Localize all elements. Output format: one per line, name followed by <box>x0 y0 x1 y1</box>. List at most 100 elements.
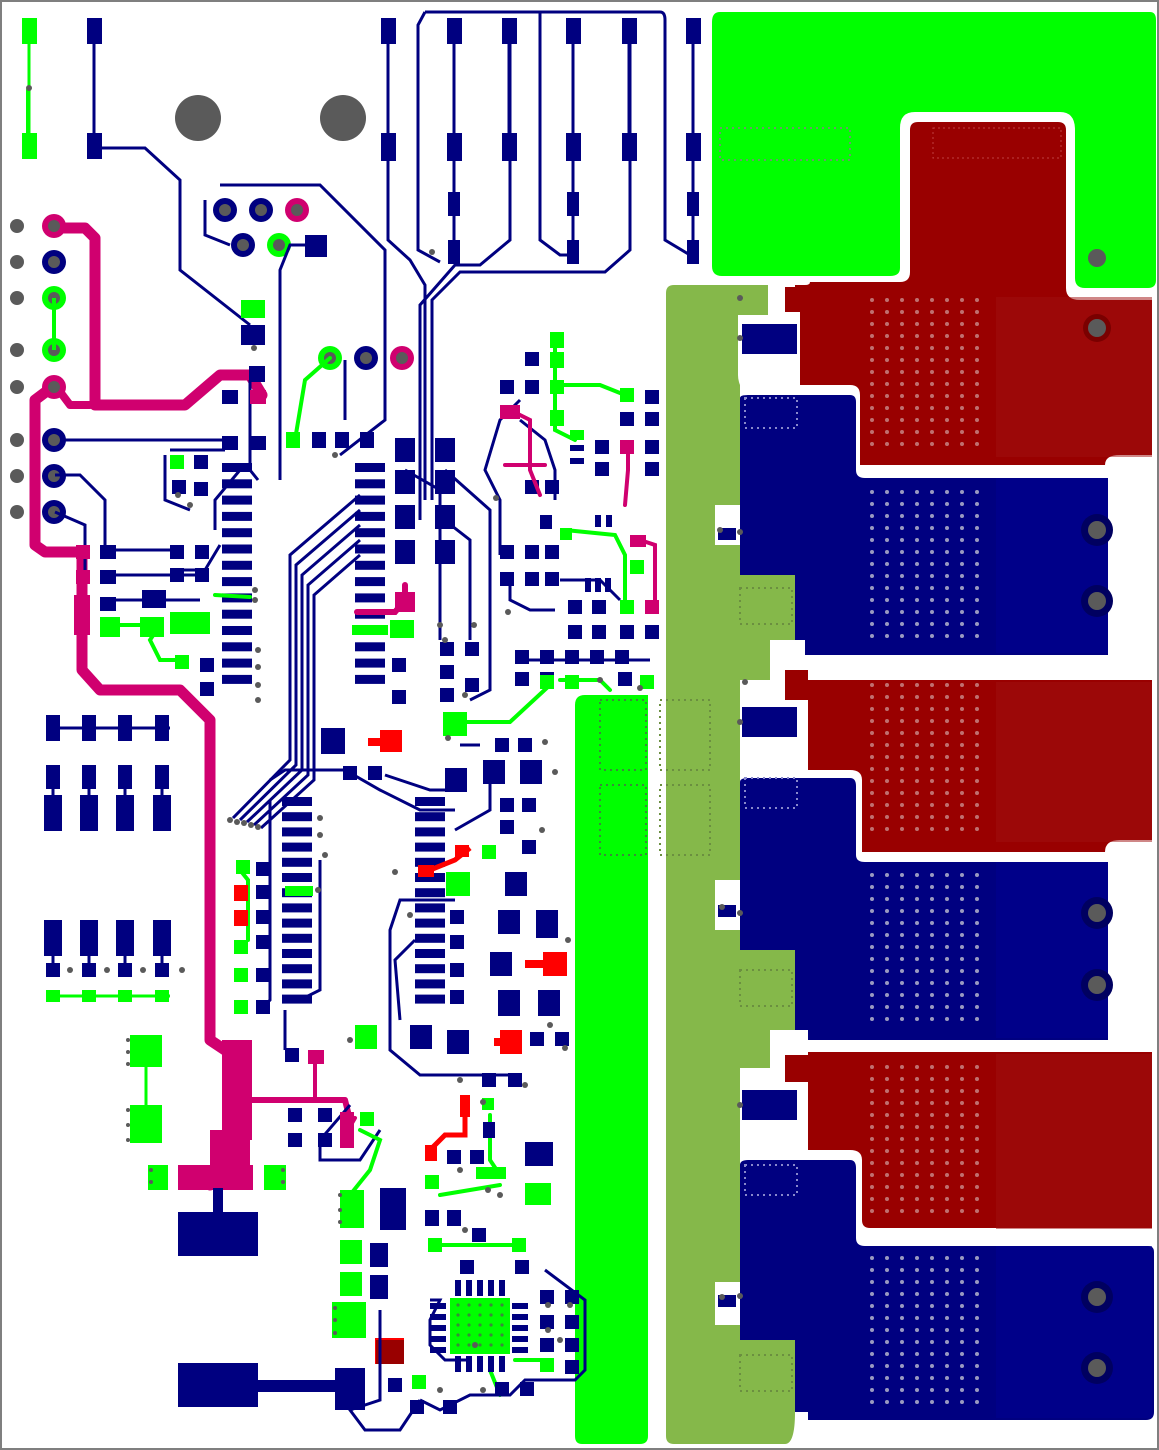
via-icon <box>975 827 979 831</box>
via-icon <box>975 695 979 699</box>
via-icon <box>219 204 231 216</box>
via-icon <box>915 695 919 699</box>
pad-icon <box>415 812 445 822</box>
via-icon <box>900 1077 904 1081</box>
via-icon <box>885 1400 889 1404</box>
pad-icon <box>568 625 582 639</box>
via-icon <box>975 909 979 913</box>
via-icon <box>915 1328 919 1332</box>
via-icon <box>637 685 643 691</box>
via-icon <box>915 957 919 961</box>
pad-icon <box>222 609 252 619</box>
via-icon <box>960 1316 964 1320</box>
pad-icon <box>498 910 520 934</box>
via-icon <box>915 827 919 831</box>
pad-icon <box>499 1280 505 1296</box>
pad-icon <box>368 738 382 746</box>
via-icon <box>960 358 964 362</box>
pad-icon <box>170 545 184 559</box>
pad-icon <box>46 963 60 977</box>
via-icon <box>126 1038 130 1042</box>
via-icon <box>489 1333 493 1337</box>
via-icon <box>915 1340 919 1344</box>
via-icon <box>960 598 964 602</box>
pad-icon <box>234 885 248 901</box>
via-icon <box>945 1185 949 1189</box>
via-icon <box>478 1313 482 1317</box>
via-icon <box>885 683 889 687</box>
pad-icon <box>512 1325 528 1331</box>
pad-icon <box>742 1090 797 1120</box>
via-icon <box>915 885 919 889</box>
pad-icon <box>640 675 654 689</box>
pad-icon <box>566 133 581 161</box>
via-icon <box>870 873 874 877</box>
via-icon <box>737 295 743 301</box>
via-icon <box>945 1316 949 1320</box>
via-icon <box>960 634 964 638</box>
via-icon <box>945 1113 949 1117</box>
via-icon <box>562 1045 568 1051</box>
pad-icon <box>355 479 385 489</box>
pad-icon <box>488 1280 494 1296</box>
via-icon <box>930 1292 934 1296</box>
pad-icon <box>540 1290 554 1304</box>
via-icon <box>915 1388 919 1392</box>
via-icon <box>870 981 874 985</box>
pad-icon <box>742 898 797 928</box>
via-icon <box>945 1388 949 1392</box>
via-icon <box>885 418 889 422</box>
via-icon <box>975 981 979 985</box>
via-icon <box>975 1005 979 1009</box>
pad-icon <box>435 438 455 462</box>
via-icon <box>467 1333 471 1337</box>
via-icon <box>885 993 889 997</box>
via-icon <box>915 358 919 362</box>
via-icon <box>975 755 979 759</box>
via-icon <box>900 1364 904 1368</box>
via-icon <box>945 1065 949 1069</box>
pad-icon <box>340 1272 362 1296</box>
via-icon <box>870 1185 874 1189</box>
via-box <box>744 1164 798 1196</box>
via-icon <box>975 1125 979 1129</box>
via-icon <box>478 1333 482 1337</box>
green-strip-via-box <box>599 699 647 771</box>
via-icon <box>900 897 904 901</box>
pad-icon <box>395 438 415 462</box>
via-icon <box>870 1304 874 1308</box>
via-icon <box>915 1161 919 1165</box>
via-icon <box>915 897 919 901</box>
pad-icon <box>515 672 529 686</box>
via-icon <box>960 430 964 434</box>
via-icon <box>900 791 904 795</box>
via-icon <box>885 298 889 302</box>
via-icon <box>126 1108 130 1112</box>
mosfet-gate-pads <box>718 324 797 1313</box>
via-icon <box>317 832 323 838</box>
via-icon <box>960 526 964 530</box>
via-icon <box>945 873 949 877</box>
via-icon <box>960 346 964 350</box>
via-icon <box>960 298 964 302</box>
via-icon <box>900 1268 904 1272</box>
via-icon <box>945 634 949 638</box>
via-icon <box>10 505 24 519</box>
via-icon <box>975 731 979 735</box>
via-icon <box>960 418 964 422</box>
via-icon <box>930 418 934 422</box>
via-icon <box>945 394 949 398</box>
via-icon <box>737 719 743 725</box>
via-icon <box>885 885 889 889</box>
pad-icon <box>490 952 512 976</box>
via-icon <box>885 370 889 374</box>
pad-icon <box>170 612 210 634</box>
pad-icon <box>520 1382 534 1396</box>
via-icon <box>442 637 448 643</box>
pad-icon <box>222 390 238 404</box>
via-icon <box>347 1037 353 1043</box>
via-icon <box>10 469 24 483</box>
pad-icon <box>525 380 539 394</box>
via-icon <box>975 514 979 518</box>
